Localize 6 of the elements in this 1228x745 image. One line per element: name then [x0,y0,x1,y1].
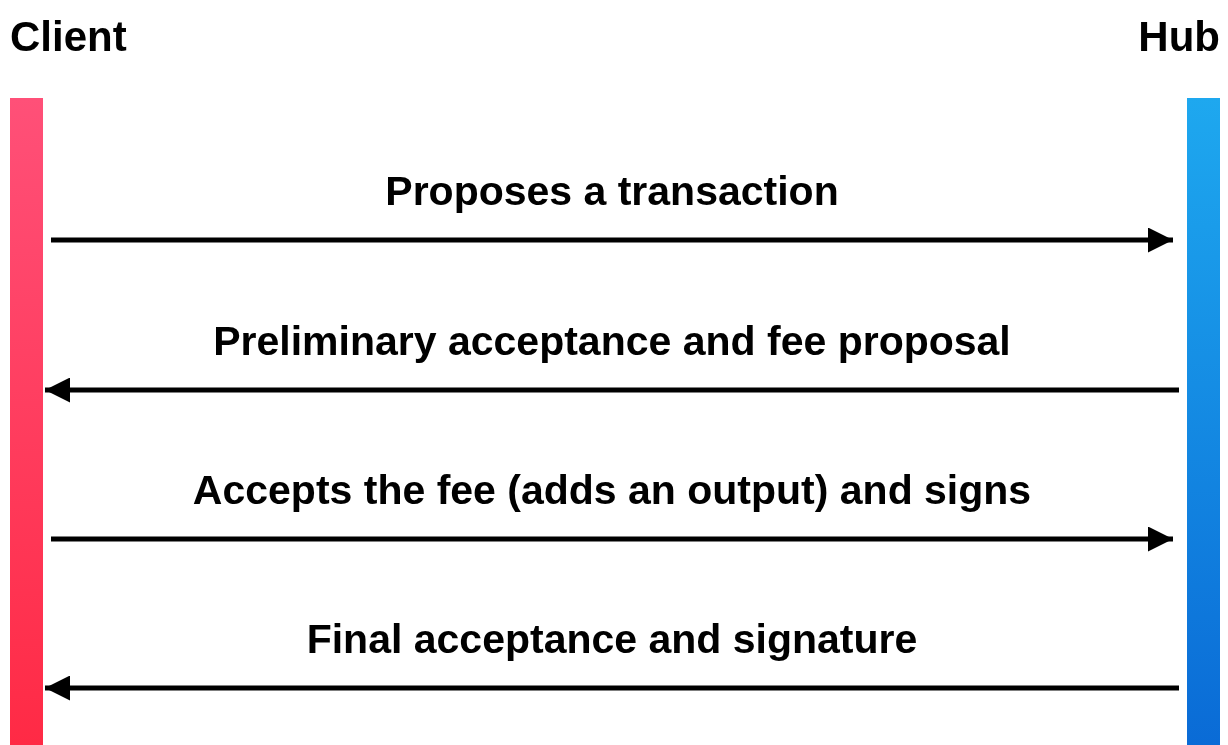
participant-label: Client [10,16,127,58]
arrow [51,227,1173,253]
arrow [51,526,1173,552]
arrow [45,377,1179,403]
arrow [45,675,1179,701]
participant-label: Hub [1138,16,1220,58]
